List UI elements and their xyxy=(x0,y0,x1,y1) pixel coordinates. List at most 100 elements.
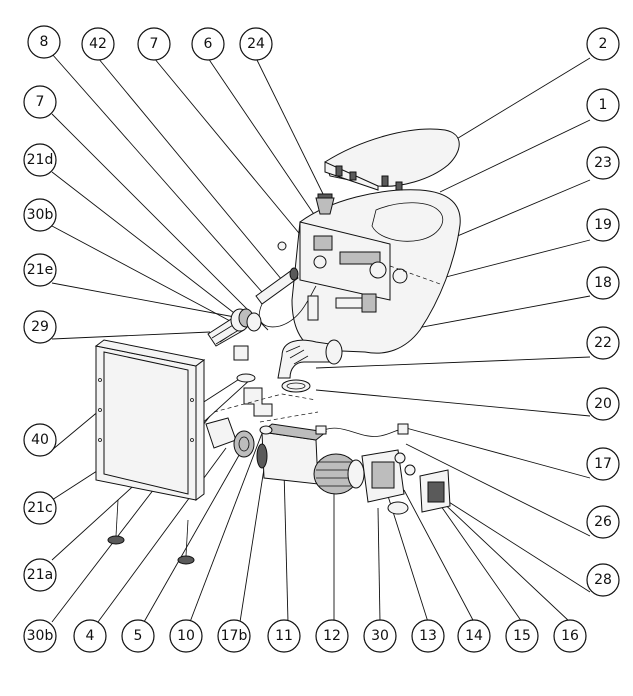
callout-circle xyxy=(81,27,115,61)
callout-circle xyxy=(457,619,491,653)
callout-circle xyxy=(586,146,620,180)
callout-circle xyxy=(73,619,107,653)
callout-4: 4 xyxy=(73,619,107,653)
callout-1: 1 xyxy=(586,88,620,122)
callout-label: 22 xyxy=(594,335,612,351)
callout-circle xyxy=(411,619,445,653)
callout-label: 23 xyxy=(594,155,612,171)
callout-21a: 21a xyxy=(23,558,57,592)
callout-10: 10 xyxy=(169,619,203,653)
callout-label: 30 xyxy=(371,628,389,644)
callout-7-left: 7 xyxy=(23,85,57,119)
callout-label: 6 xyxy=(204,36,213,52)
callout-circle xyxy=(315,619,349,653)
callout-circle xyxy=(586,27,620,61)
callout-circle xyxy=(23,423,57,457)
callout-21d: 21d xyxy=(23,143,57,177)
callout-label: 1 xyxy=(599,97,608,113)
callout-label: 17b xyxy=(221,628,248,644)
callout-label: 5 xyxy=(134,628,143,644)
callout-23: 23 xyxy=(586,146,620,180)
callout-label: 30b xyxy=(27,628,54,644)
control-box xyxy=(361,449,416,515)
callout-label: 24 xyxy=(247,36,265,52)
callout-label: 28 xyxy=(594,572,612,588)
pump-housing xyxy=(256,423,328,485)
callout-label: 14 xyxy=(465,628,483,644)
callout-circle xyxy=(23,310,57,344)
callout-circle xyxy=(23,198,57,232)
callout-19: 19 xyxy=(586,208,620,242)
callout-40: 40 xyxy=(23,423,57,457)
inlet-tubes xyxy=(255,241,377,328)
drain-elbow xyxy=(277,339,343,393)
callout-label: 15 xyxy=(513,628,531,644)
hose-assembly xyxy=(207,308,262,347)
callout-circle xyxy=(23,85,57,119)
callout-label: 7 xyxy=(36,94,45,110)
mounting-frame xyxy=(94,339,206,501)
part-24-plug xyxy=(315,193,335,215)
callout-circle xyxy=(363,619,397,653)
callout-label: 12 xyxy=(323,628,341,644)
callout-circle xyxy=(217,619,251,653)
callout-circle xyxy=(239,27,273,61)
callout-12: 12 xyxy=(315,619,349,653)
callout-circle xyxy=(27,25,61,59)
callout-circle xyxy=(23,558,57,592)
callout-label: 30b xyxy=(27,207,54,223)
callout-30: 30 xyxy=(363,619,397,653)
callout-circle xyxy=(586,88,620,122)
callout-circle xyxy=(137,27,171,61)
callout-label: 21c xyxy=(27,500,53,516)
callout-18: 18 xyxy=(586,266,620,300)
callout-label: 13 xyxy=(419,628,437,644)
callout-circle xyxy=(23,143,57,177)
callout-24: 24 xyxy=(239,27,273,61)
callout-17b: 17b xyxy=(217,619,251,653)
callout-2: 2 xyxy=(586,27,620,61)
callout-label: 18 xyxy=(594,275,612,291)
callout-circle xyxy=(586,326,620,360)
callout-label: 29 xyxy=(31,319,49,335)
callout-22: 22 xyxy=(586,326,620,360)
callout-7-top: 7 xyxy=(137,27,171,61)
parts-drawing xyxy=(94,128,461,565)
motor xyxy=(313,453,365,495)
callout-21e: 21e xyxy=(23,253,57,287)
callout-20: 20 xyxy=(586,387,620,421)
callout-circle xyxy=(121,619,155,653)
callout-label: 7 xyxy=(150,36,159,52)
callout-15: 15 xyxy=(505,619,539,653)
callout-28: 28 xyxy=(586,563,620,597)
cables xyxy=(315,423,409,437)
callout-11: 11 xyxy=(267,619,301,653)
callout-label: 16 xyxy=(561,628,579,644)
toilet-seat-lid xyxy=(324,128,460,191)
adjustable-feet xyxy=(107,499,195,565)
service-cover xyxy=(419,469,451,513)
toilet-bowl xyxy=(291,189,461,354)
callout-circle xyxy=(23,491,57,525)
callout-14: 14 xyxy=(457,619,491,653)
assembly-guides xyxy=(213,265,441,423)
callout-label: 21e xyxy=(27,262,53,278)
callout-6: 6 xyxy=(191,27,225,61)
callout-13: 13 xyxy=(411,619,445,653)
callout-circle xyxy=(23,253,57,287)
callout-label: 17 xyxy=(594,456,612,472)
callout-label: 10 xyxy=(177,628,195,644)
callout-label: 19 xyxy=(594,217,612,233)
callout-label: 4 xyxy=(86,628,95,644)
pipe-fittings xyxy=(205,345,273,458)
callout-26: 26 xyxy=(586,505,620,539)
callout-circle xyxy=(23,619,57,653)
callout-circle xyxy=(505,619,539,653)
callout-label: 20 xyxy=(594,396,612,412)
callout-circle xyxy=(586,208,620,242)
callout-29: 29 xyxy=(23,310,57,344)
callout-label: 2 xyxy=(599,36,608,52)
